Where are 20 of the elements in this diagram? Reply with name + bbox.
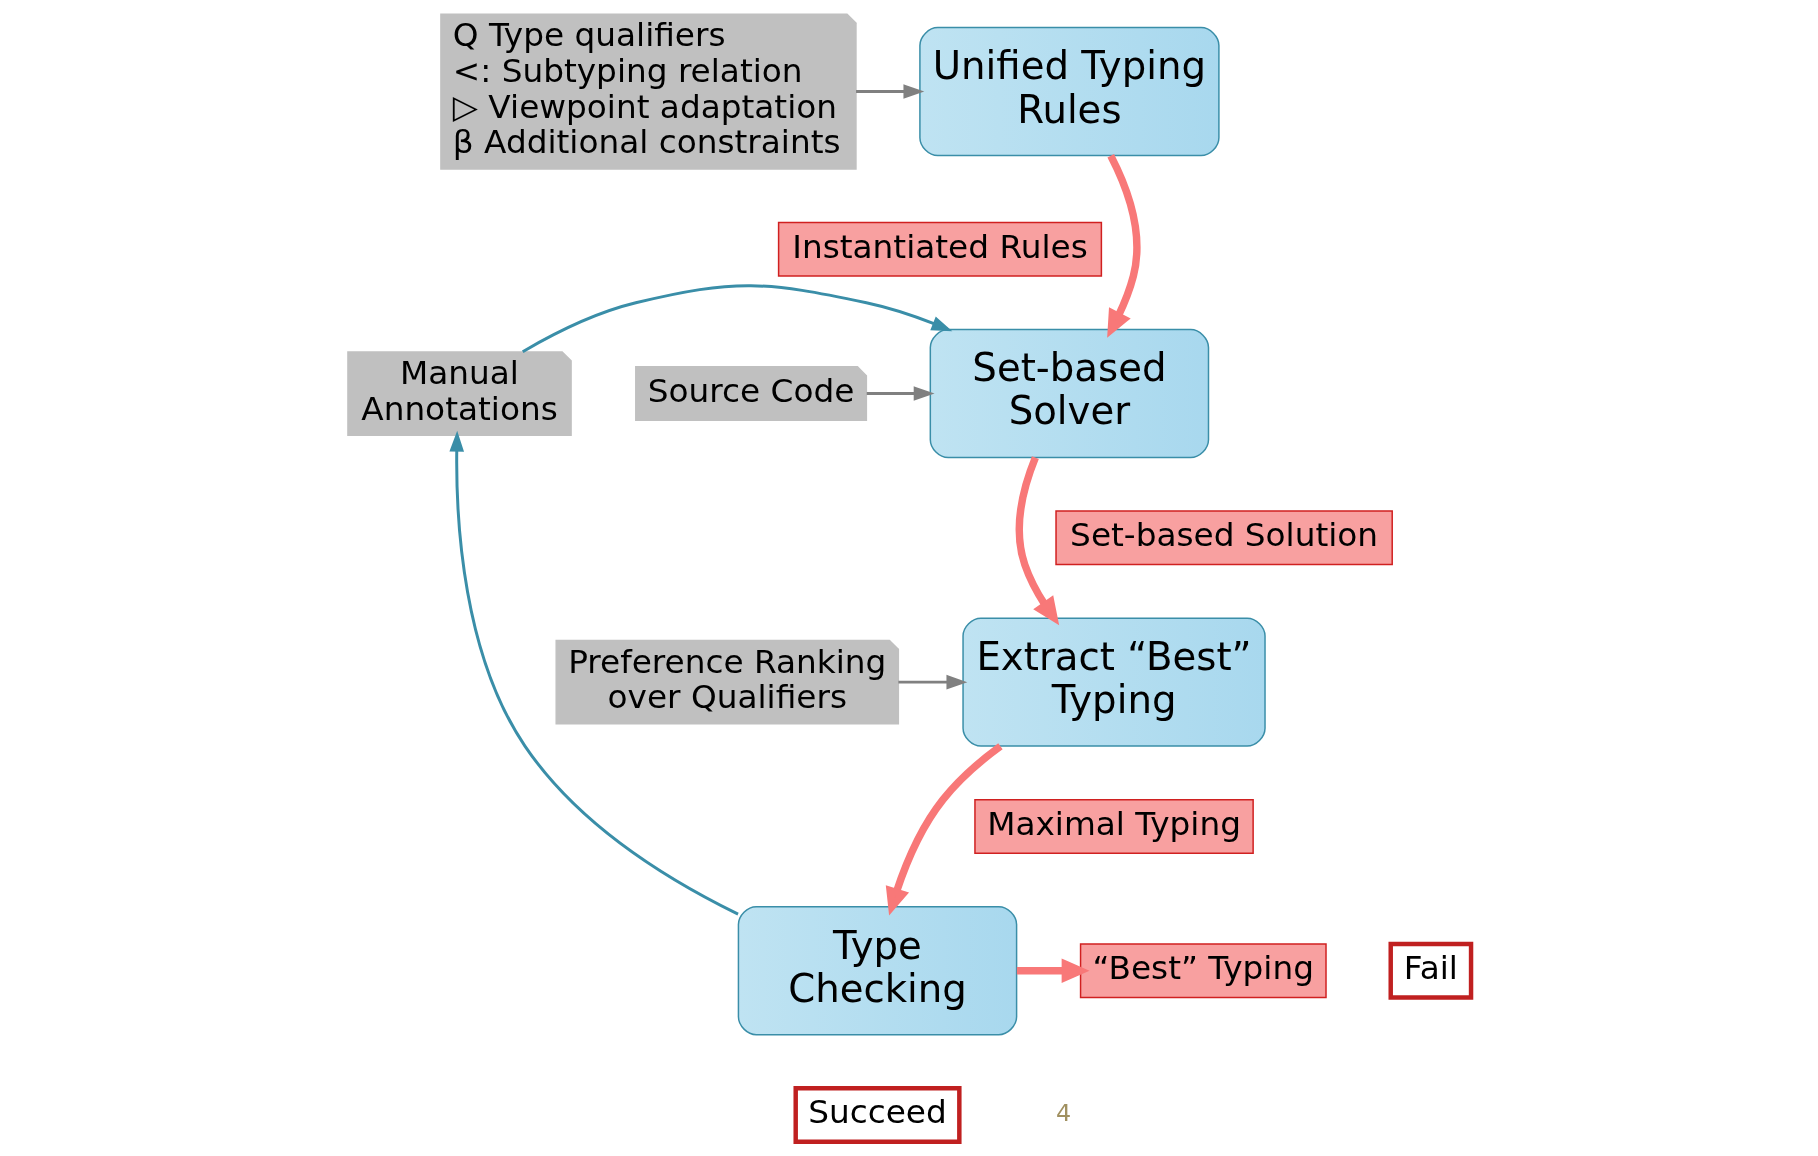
- node-box: Fail: [1388, 941, 1473, 1000]
- node-box: Set-based Solver: [929, 328, 1209, 459]
- node-box: Instantiated Rules: [777, 221, 1102, 277]
- node-box: “Best” Typing: [1079, 943, 1327, 999]
- node-box: Unified Typing Rules: [918, 26, 1220, 157]
- arrow: [521, 284, 952, 353]
- arrow: [1016, 958, 1089, 983]
- label: 4: [1055, 1098, 1071, 1127]
- node-box: Maximal Typing: [973, 798, 1254, 854]
- arrow: [866, 386, 935, 401]
- node-box: Extract “Best” Typing: [961, 617, 1266, 747]
- arrow: [897, 674, 967, 690]
- node-box: Succeed: [792, 1086, 962, 1144]
- arrow: [855, 84, 924, 99]
- node-box: Set-based Solution: [1054, 510, 1393, 566]
- arrow: [1015, 456, 1059, 626]
- arrow: [1106, 154, 1140, 338]
- node-box: Type Checking: [737, 906, 1017, 1036]
- arrow: [448, 430, 739, 916]
- arrow: [885, 743, 1003, 916]
